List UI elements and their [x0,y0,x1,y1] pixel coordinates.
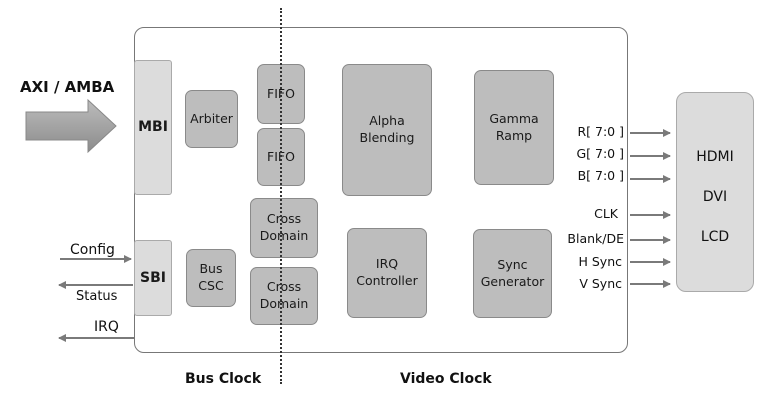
irq-label: IRQ [94,319,119,335]
output-panel: HDMI DVI LCD [676,92,754,292]
alpha-blending-block: Alpha Blending [342,64,432,196]
clk-signal-label: CLK [594,206,618,221]
cross-domain-top-block: Cross Domain [250,198,318,258]
sync-generator-block: Sync Generator [473,229,552,318]
gamma-ramp-block: Gamma Ramp [474,70,554,185]
irq-controller-block: IRQ Controller [347,228,427,318]
g-signal-label: G[ 7:0 ] [576,146,624,161]
bus-clock-label: Bus Clock [185,371,262,387]
b-signal-label: B[ 7:0 ] [577,168,624,183]
video-clock-label: Video Clock [400,371,492,387]
output-hdmi: HDMI [696,149,734,165]
sbi-block: SBI [134,240,172,316]
mbi-block: MBI [134,60,172,195]
r-signal-label: R[ 7:0 ] [577,124,624,139]
vsync-signal-label: V Sync [579,276,622,291]
axi-input-arrow [25,98,117,154]
arbiter-block: Arbiter [185,90,238,148]
status-label: Status [76,289,118,304]
output-dvi: DVI [702,189,728,205]
cross-domain-bottom-block: Cross Domain [250,267,318,325]
bus-csc-block: Bus CSC [186,249,236,307]
clock-domain-divider [280,8,282,384]
config-label: Config [70,242,115,258]
hsync-signal-label: H Sync [578,254,623,269]
blank-signal-label: Blank/DE [567,231,624,246]
output-lcd: LCD [700,229,730,245]
axi-label: AXI / AMBA [20,78,115,96]
